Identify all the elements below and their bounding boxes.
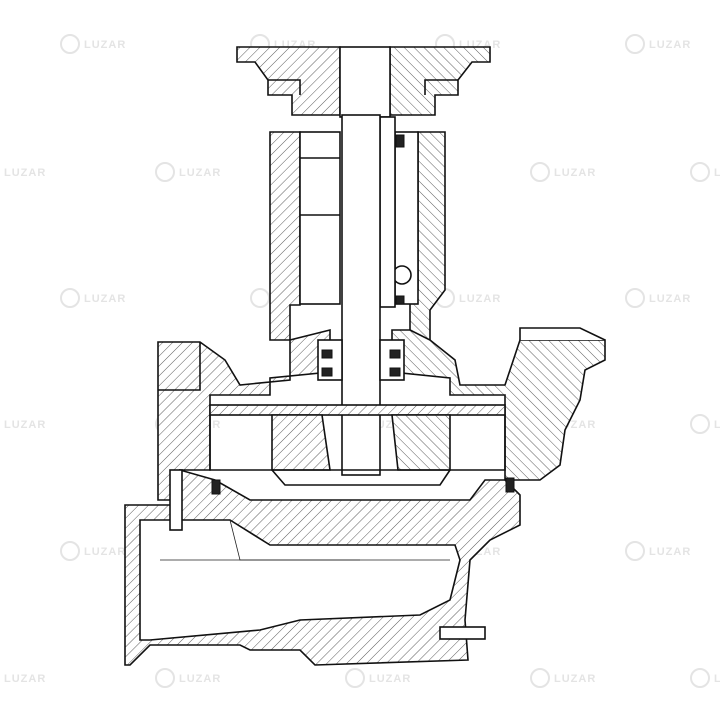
watermark-logo-icon [155, 162, 175, 182]
watermark-logo-icon [625, 288, 645, 308]
watermark-text: LUZAR [649, 39, 691, 51]
bearing [299, 131, 341, 305]
impeller [209, 404, 506, 486]
watermark-text: LUZAR [84, 293, 126, 305]
watermark-text: LUZAR [649, 546, 691, 558]
watermark-text: LUZAR [459, 293, 501, 305]
watermark-layer: LUZAR LUZAR LUZAR LUZAR LUZAR LUZAR LUZAR LUZAR… [4, 34, 720, 688]
watermark-text: LUZAR [554, 673, 596, 685]
watermark-text: LUZAR [84, 39, 126, 51]
watermark-logo-icon [625, 34, 645, 54]
shaft-end [339, 46, 391, 118]
watermark-text: LUZAR [4, 673, 46, 685]
bearing-housing [269, 116, 446, 341]
watermark-logo-icon [690, 414, 710, 434]
watermark-logo-icon [250, 288, 270, 308]
volute-housing [124, 468, 521, 666]
watermark-text: LUZAR [714, 167, 720, 179]
watermark-logo-icon [155, 668, 175, 688]
watermark-text: LUZAR [714, 673, 720, 685]
watermark-text: LUZAR [4, 167, 46, 179]
watermark-text: LUZAR [369, 673, 411, 685]
watermark-text: LUZAR [4, 419, 46, 431]
watermark-logo-icon [60, 288, 80, 308]
watermark-logo-icon [60, 541, 80, 561]
watermark-text: LUZAR [554, 167, 596, 179]
watermark-logo-icon [690, 162, 710, 182]
watermark-text: LUZAR [649, 293, 691, 305]
pump-body [157, 327, 606, 501]
watermark-logo-icon [345, 668, 365, 688]
watermark-text: LUZAR [179, 167, 221, 179]
pulley [236, 46, 491, 118]
watermark-logo-icon [530, 162, 550, 182]
watermark-text: LUZAR [714, 419, 720, 431]
watermark-text: LUZAR [84, 546, 126, 558]
watermark-logo-icon [690, 668, 710, 688]
seal [317, 339, 405, 381]
shaft [341, 114, 381, 476]
watermark-text: LUZAR [179, 673, 221, 685]
watermark-logo-icon [60, 34, 80, 54]
watermark-logo-icon [530, 668, 550, 688]
watermark-logo-icon [625, 541, 645, 561]
